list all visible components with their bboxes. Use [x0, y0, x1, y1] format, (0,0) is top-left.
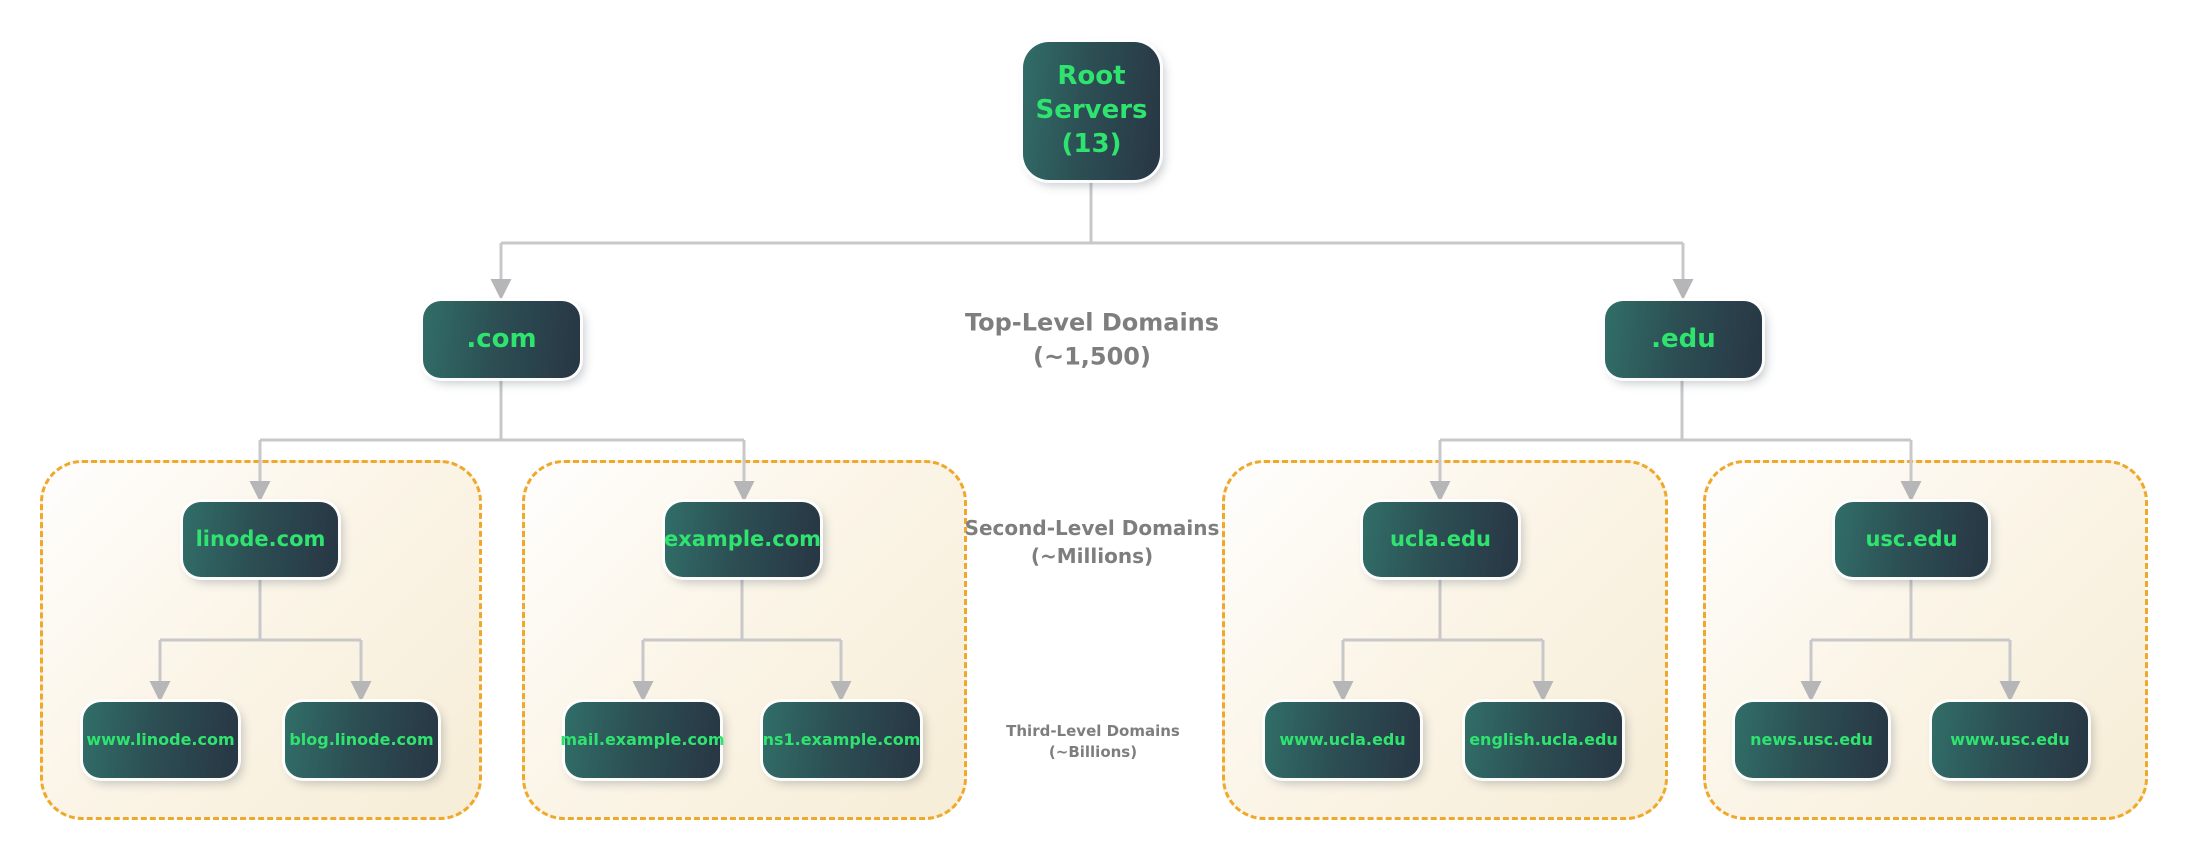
node-com-tld: .com [423, 301, 580, 378]
label-second-level-domains: Second-Level Domains (~Millions) [964, 516, 1220, 568]
node-blog-linode-com: blog.linode.com [285, 702, 438, 778]
label-top-level-domains: Top-Level Domains (~1,500) [964, 308, 1220, 370]
node-example-com: example.com [664, 502, 821, 577]
node-usc-edu: usc.edu [1835, 502, 1988, 577]
node-www-linode-com: www.linode.com [83, 702, 238, 778]
node-ucla-edu: ucla.edu [1363, 502, 1518, 577]
node-mail-example-com: mail.example.com [560, 702, 725, 778]
node-edu-tld: .edu [1605, 301, 1762, 378]
node-news-usc-edu: news.usc.edu [1735, 702, 1888, 778]
node-www-usc-edu: www.usc.edu [1932, 702, 2088, 778]
node-root-servers: Root Servers (13) [1023, 42, 1160, 180]
label-third-level-domains: Third-Level Domains (~Billions) [1006, 722, 1180, 761]
node-www-ucla-edu: www.ucla.edu [1265, 702, 1420, 778]
node-english-ucla-edu: english.ucla.edu [1465, 702, 1622, 778]
node-linode-com: linode.com [183, 502, 338, 577]
node-ns1-example-com: ns1.example.com [763, 702, 920, 778]
